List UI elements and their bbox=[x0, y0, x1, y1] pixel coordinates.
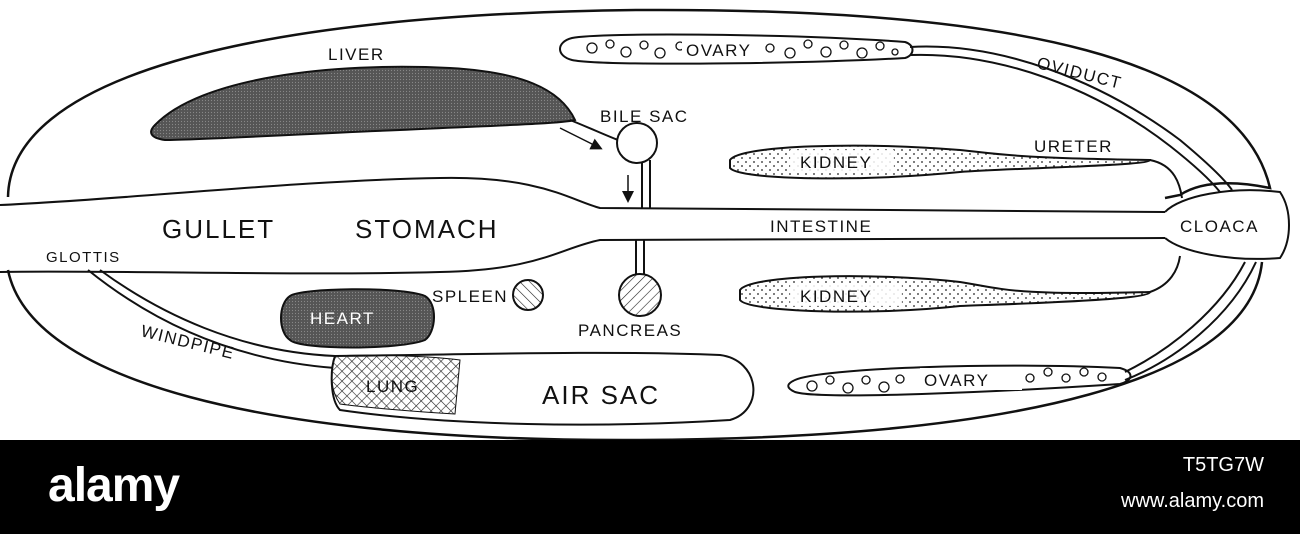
bile-sac bbox=[616, 122, 658, 164]
watermark-bar: alamy T5TG7W www.alamy.com bbox=[0, 440, 1300, 534]
label-intestine: INTESTINE bbox=[770, 217, 872, 236]
label-cloaca: CLOACA bbox=[1180, 217, 1259, 236]
spleen bbox=[512, 279, 544, 311]
anatomy-diagram: LIVER OVARY OVIDUCT BILE SAC KIDNEY URET… bbox=[0, 8, 1290, 440]
label-bile-sac: BILE SAC bbox=[600, 107, 689, 126]
body-outline-lower bbox=[6, 261, 1264, 440]
ovary-bottom-eggs bbox=[806, 367, 1107, 394]
ovary-top-eggs bbox=[586, 39, 899, 59]
label-stomach: STOMACH bbox=[355, 214, 499, 244]
label-ureter: URETER bbox=[1034, 137, 1113, 156]
label-ovary-bottom: OVARY bbox=[924, 371, 989, 390]
bile-duct bbox=[569, 119, 619, 141]
label-windpipe: WINDPIPE bbox=[139, 321, 237, 363]
liver bbox=[150, 65, 577, 142]
label-lung: LUNG bbox=[366, 377, 419, 396]
label-pancreas: PANCREAS bbox=[578, 321, 682, 340]
label-oviduct: OVIDUCT bbox=[1035, 53, 1124, 92]
label-ovary-top: OVARY bbox=[686, 41, 751, 60]
watermark-logo: alamy bbox=[48, 459, 180, 512]
heart bbox=[280, 288, 435, 349]
gut-lower-wall bbox=[0, 237, 1166, 275]
label-gullet: GULLET bbox=[162, 214, 275, 244]
pancreas bbox=[618, 273, 662, 317]
label-liver: LIVER bbox=[328, 45, 385, 64]
image-id-text: T5TG7W bbox=[1182, 454, 1264, 476]
oviduct-top bbox=[909, 45, 1233, 191]
label-heart: HEART bbox=[310, 309, 375, 328]
label-kidney-bottom: KIDNEY bbox=[800, 287, 872, 306]
body-outline-upper bbox=[6, 8, 1272, 200]
windpipe bbox=[87, 269, 336, 369]
cloaca-chamber bbox=[1164, 189, 1290, 260]
label-air-sac: AIR SAC bbox=[542, 380, 660, 410]
label-glottis: GLOTTIS bbox=[46, 249, 121, 266]
label-spleen: SPLEEN bbox=[432, 287, 508, 306]
label-kidney-top: KIDNEY bbox=[800, 153, 872, 172]
gut-upper-wall bbox=[0, 176, 1166, 213]
site-url-text: www.alamy.com bbox=[1121, 490, 1264, 512]
